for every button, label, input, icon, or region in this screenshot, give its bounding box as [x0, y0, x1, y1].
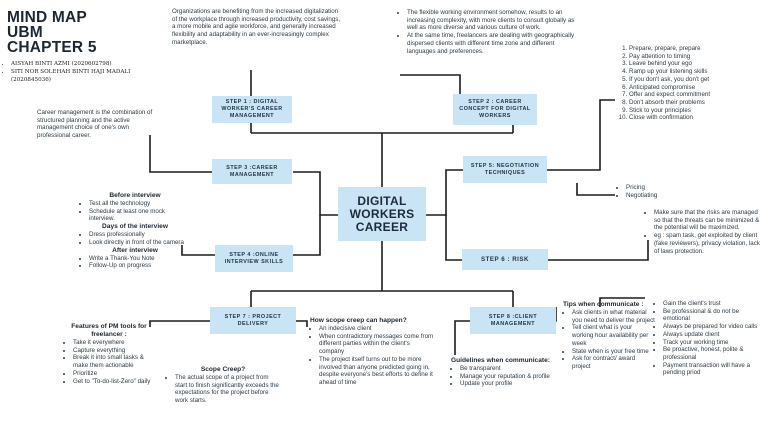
- step-8-box: STEP 8 :CLIENT MANAGEMENT: [470, 307, 556, 334]
- list-item: eg : spam task, get exploited by client …: [654, 232, 763, 255]
- list-item: Take it everywhere: [73, 339, 154, 347]
- list-item: Ask clients in what material you need to…: [572, 309, 655, 324]
- page-title: MIND MAP UBM CHAPTER 5: [7, 9, 97, 56]
- list-item: Break it into small tasks & make them ac…: [73, 354, 154, 369]
- scope-creep-causes: How scope creep can happen? An indecisiv…: [310, 317, 434, 387]
- client-management-tips: Gain the client's trust Be professional …: [654, 300, 764, 377]
- list-item: Be transparent: [460, 365, 555, 373]
- list-item: Ramp up your listening skills: [629, 68, 738, 76]
- author-1: AISYAH BINTI AZMI (2020602798): [11, 60, 130, 68]
- list-item: Ask for contract/ award project: [572, 355, 655, 370]
- days-of-interview-heading: Days of the interview: [102, 223, 168, 231]
- list-item: Be proactive, honest, polite & professio…: [663, 346, 764, 361]
- list-item: Dress professionally: [89, 231, 190, 239]
- how-scope-creep-heading: How scope creep can happen?: [310, 317, 407, 324]
- list-item: Pay attention to timing: [629, 53, 738, 61]
- scope-creep: Scope Creep? The actual scope of a proje…: [166, 366, 280, 405]
- features-heading: Features of PM tools for freelancer :: [71, 323, 147, 338]
- author-2: SITI NOR SOLEHAH BINTI HAJI MADALI: [11, 68, 130, 76]
- list-item: Update your profile: [460, 380, 555, 388]
- list-item: State when is your free time: [572, 348, 655, 356]
- list-item: Prepare, prepare, prepare: [629, 45, 738, 53]
- step-4-details: Before interview Test all the technology…: [80, 192, 190, 270]
- list-item: Test all the technology: [89, 200, 190, 208]
- list-item: Look directly in front of the camera: [89, 239, 190, 247]
- list-item: Track your working time: [663, 339, 764, 347]
- list-item: Gain the client's trust: [663, 300, 764, 308]
- list-item: Schedule at least one mock interview.: [89, 208, 190, 223]
- step-2-item: The flexible working environment somehow…: [407, 9, 576, 32]
- guidelines-heading: Guidelines when communicate:: [451, 357, 550, 364]
- before-interview-heading: Before interview: [109, 192, 161, 199]
- step-1-description: Organizations are benefiting from the in…: [172, 8, 341, 46]
- list-item: Don't absorb their problems: [629, 99, 738, 107]
- list-item: Manage your reputation & profile: [460, 373, 555, 381]
- list-item: Negotiating: [626, 192, 677, 200]
- list-item: The actual scope of a project from start…: [175, 374, 280, 405]
- communication-tips: Tips when communicate : Ask clients in w…: [563, 301, 655, 371]
- step-5-tips-list: Prepare, prepare, prepare Pay attention …: [618, 45, 738, 122]
- list-item: Make sure that the risks are managed so …: [654, 209, 763, 232]
- tips-heading: Tips when communicate :: [563, 301, 644, 308]
- list-item: Write a Thank-You Note: [89, 255, 190, 263]
- step-3-description: Career management is the combination of …: [37, 109, 153, 140]
- list-item: Prioritize: [73, 370, 154, 378]
- step-3-box: STEP 3 :CAREER MANAGEMENT: [212, 159, 292, 184]
- list-item: Always update client: [663, 331, 764, 339]
- step-6-box: STEP 6 : RISK: [462, 249, 548, 270]
- step-2-description: The flexible working environment somehow…: [398, 9, 576, 55]
- scope-creep-heading: Scope Creep?: [200, 366, 246, 373]
- list-item: Leave behind your ego: [629, 60, 738, 68]
- title-line-2: UBM: [7, 24, 43, 41]
- list-item: Get to "To-do-list-Zero" daily: [73, 378, 154, 386]
- step-2-item: At the same time, freelancers are dealin…: [407, 32, 576, 55]
- list-item: Capture everything: [73, 347, 154, 355]
- list-item: An indecisive client: [319, 325, 434, 333]
- step-1-box: STEP 1 : DIGITAL WORKER'S CAREER MANAGEM…: [212, 96, 292, 123]
- pm-tools-features: Features of PM tools for freelancer : Ta…: [64, 323, 154, 385]
- step-6-details: Make sure that the risks are managed so …: [645, 209, 763, 255]
- list-item: The project itself turns out to be more …: [319, 356, 434, 387]
- title-line-1: MIND MAP: [7, 9, 87, 26]
- step-7-box: STEP 7 : PROJECT DELIVERY: [210, 307, 296, 334]
- step-5-box: STEP 5: NEGOTIATION TECHNIQUES: [463, 156, 547, 183]
- list-item: Pricing: [626, 184, 677, 192]
- list-item: Tell client what is your working hour av…: [572, 324, 655, 347]
- title-line-3: CHAPTER 5: [7, 39, 97, 56]
- list-item: Always be prepared for video calls: [663, 323, 764, 331]
- after-interview-heading: After interview: [112, 246, 158, 254]
- list-item: Stick to your principles: [629, 107, 738, 115]
- central-topic: DIGITAL WORKERS CAREER: [338, 187, 426, 241]
- list-item: Be professional & do not be emotional: [663, 308, 764, 323]
- communication-guidelines: Guidelines when communicate: Be transpar…: [451, 357, 555, 388]
- list-item: Payment transaction will have a pending …: [663, 362, 764, 377]
- authors: AISYAH BINTI AZMI (2020602798) SITI NOR …: [5, 60, 130, 84]
- list-item: When contradictory messages come from di…: [319, 333, 434, 356]
- step-4-box: STEP 4 :ONLINE INTERVIEW SKILLS: [215, 245, 293, 272]
- author-2-id: (2020845036): [11, 77, 51, 83]
- step-2-box: STEP 2 : CAREER CONCEPT FOR DIGITAL WORK…: [453, 94, 537, 125]
- list-item: Anticipated compromise: [629, 84, 738, 92]
- list-item: Follow-Up on progress: [89, 262, 190, 270]
- list-item: Offer and expect commitment: [629, 91, 738, 99]
- step-5-bullets: Pricing Negotiating: [617, 184, 677, 199]
- list-item: Close with confirmation: [629, 114, 738, 122]
- list-item: If you don't ask, you don't get: [629, 76, 738, 84]
